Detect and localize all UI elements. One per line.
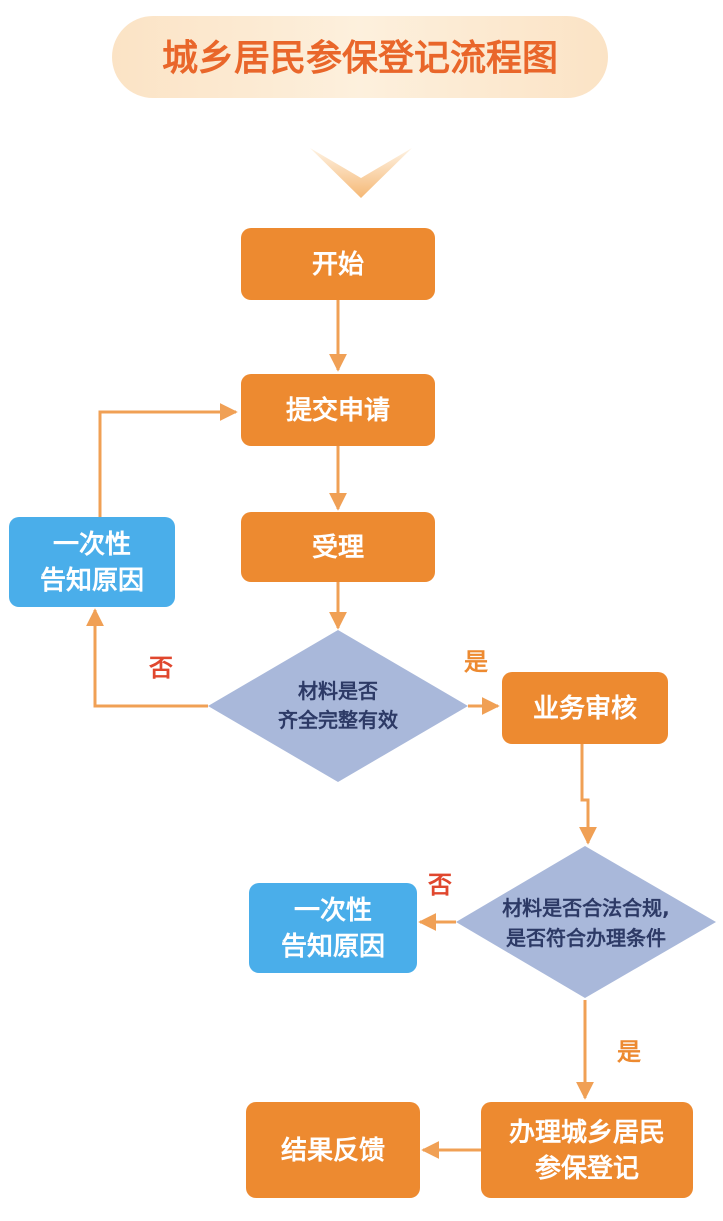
- connectors: [86, 300, 597, 1159]
- node-feedback: 结果反馈: [246, 1102, 420, 1198]
- node-notify2-line2: 告知原因: [281, 932, 385, 962]
- node-check1-line2: 齐全完整有效: [278, 708, 398, 732]
- label-yes-1: 是: [464, 648, 488, 676]
- node-check1-line1: 材料是否: [298, 679, 378, 703]
- node-process-line2: 参保登记: [535, 1153, 639, 1184]
- node-notify1-line1: 一次性: [53, 530, 131, 560]
- arrow-check1-to-notify1: [86, 608, 208, 708]
- node-review-label: 业务审核: [533, 693, 637, 724]
- node-submit: 提交申请: [241, 374, 435, 446]
- label-yes-2: 是: [617, 1038, 641, 1066]
- arrow-notify1-to-submit: [98, 403, 238, 517]
- node-submit-label: 提交申请: [286, 395, 390, 426]
- node-notify1-line2: 告知原因: [40, 566, 144, 596]
- node-check2-line2: 是否符合办理条件: [505, 926, 666, 950]
- node-accept-label: 受理: [312, 532, 364, 563]
- node-process: 办理城乡居民 参保登记: [481, 1102, 693, 1198]
- node-notify2: 一次性 告知原因: [249, 883, 417, 973]
- title-banner: 城乡居民参保登记流程图: [112, 16, 608, 98]
- chevron-down-icon: [310, 148, 412, 198]
- node-check2: 材料是否合法合规, 是否符合办理条件: [456, 846, 716, 998]
- page-title: 城乡居民参保登记流程图: [162, 38, 558, 79]
- node-feedback-label: 结果反馈: [281, 1136, 385, 1166]
- label-no-1: 否: [148, 654, 173, 682]
- label-no-2: 否: [427, 871, 452, 899]
- node-process-line1: 办理城乡居民: [509, 1118, 665, 1148]
- node-notify2-line1: 一次性: [294, 896, 372, 926]
- node-check2-line1: 材料是否合法合规,: [502, 896, 670, 920]
- node-start-label: 开始: [312, 250, 364, 280]
- arrow-review-to-check2: [579, 744, 597, 845]
- node-accept: 受理: [241, 512, 435, 582]
- node-check1: 材料是否 齐全完整有效: [208, 630, 468, 782]
- node-start: 开始: [241, 228, 435, 300]
- node-notify1: 一次性 告知原因: [9, 517, 175, 607]
- node-review: 业务审核: [502, 672, 668, 744]
